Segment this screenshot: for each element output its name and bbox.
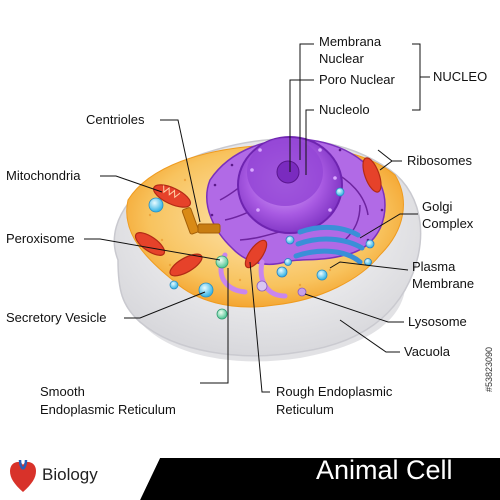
vesicle bbox=[335, 187, 345, 197]
vesicle bbox=[198, 282, 214, 298]
mitochondrion bbox=[134, 232, 166, 256]
footer-bar bbox=[0, 458, 500, 500]
mitochondrion bbox=[244, 239, 268, 269]
golgi-complex bbox=[293, 225, 365, 265]
vesicle bbox=[316, 269, 328, 281]
mitochondrion bbox=[362, 157, 382, 193]
label-smooth-er-1: Smooth bbox=[40, 384, 85, 399]
stock-id: #53823090 bbox=[484, 346, 494, 392]
nuclear-pores bbox=[250, 148, 337, 212]
label-ribosomes: Ribosomes bbox=[407, 153, 473, 168]
footer-subject: Biology bbox=[42, 465, 98, 484]
nucleolus bbox=[276, 160, 300, 184]
label-vacuola: Vacuola bbox=[404, 344, 451, 359]
label-golgi-1: Golgi bbox=[422, 199, 453, 214]
peroxisome bbox=[215, 255, 229, 269]
lysosome bbox=[297, 287, 307, 297]
label-secretory-vesicle: Secretory Vesicle bbox=[6, 310, 107, 325]
vesicle bbox=[169, 280, 179, 290]
label-mitochondria: Mitochondria bbox=[6, 168, 81, 183]
label-poro-nuclear: Poro Nuclear bbox=[319, 72, 395, 87]
golgi-vesicles bbox=[276, 235, 375, 278]
label-peroxisome: Peroxisome bbox=[6, 231, 75, 246]
label-plasma-1: Plasma bbox=[412, 259, 456, 274]
membrane-edge bbox=[140, 290, 405, 362]
label-centrioles: Centrioles bbox=[86, 112, 145, 127]
peroxisome bbox=[148, 197, 164, 213]
vesicles bbox=[148, 187, 345, 320]
label-lysosome: Lysosome bbox=[408, 314, 467, 329]
heart-icon bbox=[10, 459, 36, 492]
label-rough-er-2: Reticulum bbox=[276, 402, 334, 417]
mitochondrion bbox=[152, 184, 192, 208]
centrioles bbox=[181, 207, 221, 235]
label-plasma-2: Membrane bbox=[412, 276, 475, 291]
label-rough-er-1: Rough Endoplasmic bbox=[276, 384, 393, 399]
label-membrana-nuclear-2: Nuclear bbox=[319, 51, 364, 66]
label-membrana-nuclear-1: Membrana bbox=[319, 34, 382, 49]
secretory-vesicle bbox=[216, 308, 228, 320]
label-nucleo: NUCLEO bbox=[433, 69, 488, 84]
leader-lines bbox=[84, 43, 430, 393]
label-smooth-er-2: Endoplasmic Reticulum bbox=[40, 402, 176, 417]
footer-title: Animal Cell bbox=[316, 455, 453, 485]
label-nucleolo: Nucleolo bbox=[319, 102, 370, 117]
mitochondrion bbox=[169, 253, 203, 277]
vacuole bbox=[256, 280, 268, 292]
label-golgi-2: Complex bbox=[422, 216, 474, 231]
mitochondria-group bbox=[134, 157, 382, 277]
mitochondrion-cristae bbox=[163, 185, 181, 199]
